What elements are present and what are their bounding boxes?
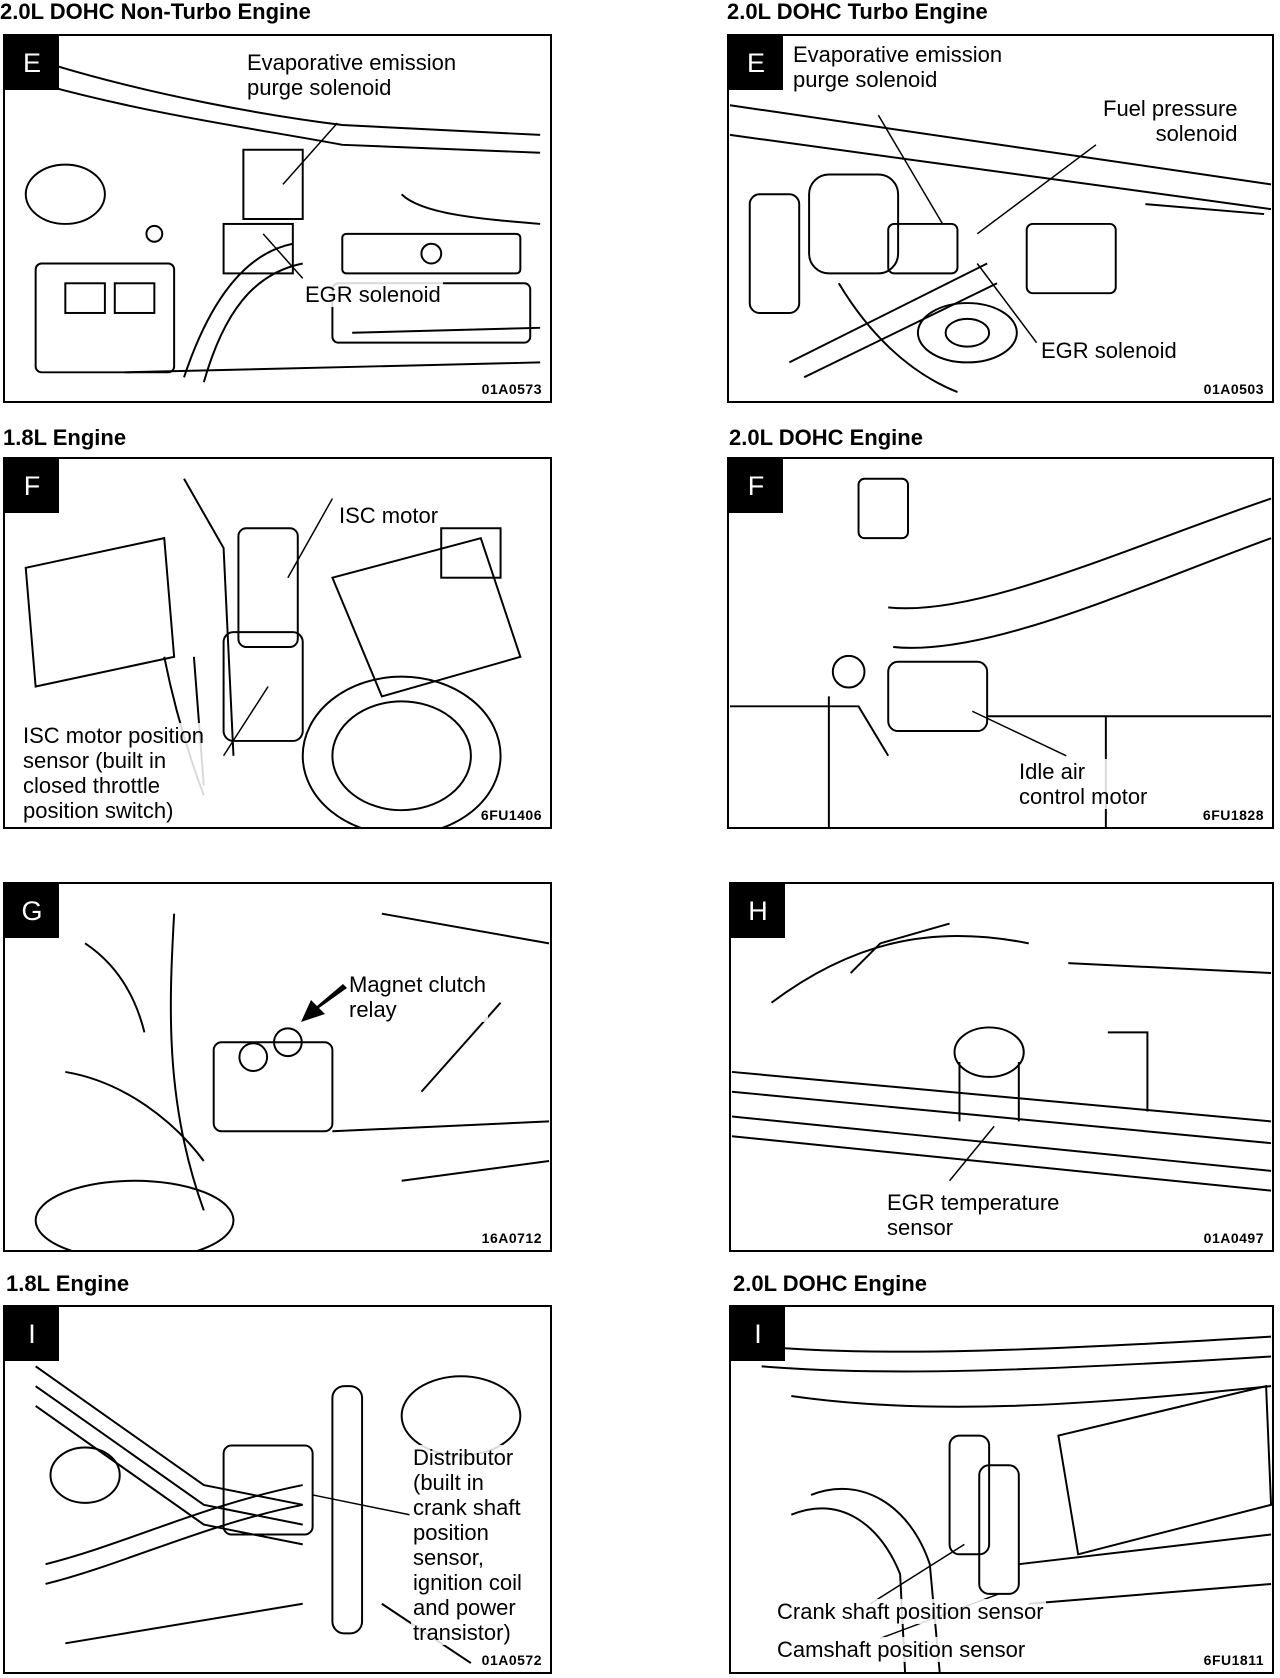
engine-illustration <box>731 922 1272 1192</box>
figure-code: 16A0712 <box>481 1230 542 1246</box>
panel-g: G Magnet clutch relay 16A0712 <box>3 882 552 1252</box>
label-camshaft-position-sensor: Camshaft position sensor <box>775 1637 1028 1662</box>
label-evap-purge-solenoid: Evaporative emission purge solenoid <box>791 42 1005 92</box>
panel-f-2-0l-dohc: F Idle air control motor 6FU1828 <box>727 457 1274 829</box>
label-crank-shaft-position-sensor: Crank shaft position sensor <box>775 1599 1046 1624</box>
heading-1-8l-engine-i: 1.8L Engine <box>6 1271 130 1296</box>
figure-code: 01A0497 <box>1203 1230 1264 1246</box>
figure-code: 01A0572 <box>481 1652 542 1668</box>
label-isc-motor: ISC motor <box>337 503 441 528</box>
figure-code: 01A0503 <box>1203 381 1264 397</box>
label-magnet-clutch-relay: Magnet clutch relay <box>347 972 488 1022</box>
figure-code: 6FU1811 <box>1203 1652 1264 1668</box>
label-evap-purge-solenoid: Evaporative emission purge solenoid <box>245 50 459 100</box>
panel-letter: I <box>5 1307 59 1361</box>
panel-e-non-turbo: E Evaporative emission purge solenoid EG… <box>3 34 552 403</box>
engine-illustration <box>34 912 550 1250</box>
panel-i-1-8l: I Distributor (built in crank shaft posi… <box>3 1305 552 1674</box>
heading-2-0l-dohc-i: 2.0L DOHC Engine <box>733 1271 927 1296</box>
panel-letter: H <box>731 884 785 938</box>
heading-2-0l-dohc-non-turbo: 2.0L DOHC Non-Turbo Engine <box>0 0 311 24</box>
heading-2-0l-dohc-turbo: 2.0L DOHC Turbo Engine <box>727 0 988 24</box>
label-fuel-pressure-solenoid: Fuel pressure solenoid <box>1101 96 1240 146</box>
engine-illustration <box>24 64 541 383</box>
panel-letter: G <box>5 884 59 938</box>
panel-letter: E <box>5 36 59 90</box>
panel-i-2-0l-dohc: I Crank shaft position sensor Camshaft p… <box>729 1305 1274 1674</box>
label-isc-motor-position-sensor: ISC motor position sensor (built in clos… <box>21 723 206 823</box>
arrow-icon <box>301 984 347 1022</box>
heading-1-8l-engine-f: 1.8L Engine <box>3 425 127 450</box>
panel-letter: F <box>729 459 783 513</box>
label-egr-solenoid: EGR solenoid <box>1039 338 1179 363</box>
panel-letter: E <box>729 36 783 90</box>
figure-code: 01A0573 <box>481 381 542 397</box>
figure-code: 6FU1406 <box>480 807 542 823</box>
engine-illustration <box>35 1365 522 1664</box>
figure-code: 6FU1828 <box>1202 807 1264 823</box>
heading-2-0l-dohc-f: 2.0L DOHC Engine <box>729 425 923 450</box>
panel-letter: I <box>731 1307 785 1361</box>
panel-e-turbo: E Evaporative emission purge solenoid Fu… <box>727 34 1274 403</box>
engine-illustration <box>729 104 1272 394</box>
engine-illustration <box>729 477 1272 827</box>
label-distributor: Distributor (built in crank shaft positi… <box>411 1445 524 1645</box>
label-egr-solenoid: EGR solenoid <box>303 282 443 307</box>
panel-f-1-8l: F ISC motor ISC motor position sensor (b… <box>3 457 552 829</box>
engine-illustration <box>761 1335 1272 1672</box>
panel-letter: F <box>5 459 59 513</box>
label-egr-temperature-sensor: EGR temperature sensor <box>885 1190 1062 1240</box>
panel-h: H EGR temperature sensor 01A0497 <box>729 882 1274 1252</box>
label-idle-air-control-motor: Idle air control motor <box>1017 759 1150 809</box>
